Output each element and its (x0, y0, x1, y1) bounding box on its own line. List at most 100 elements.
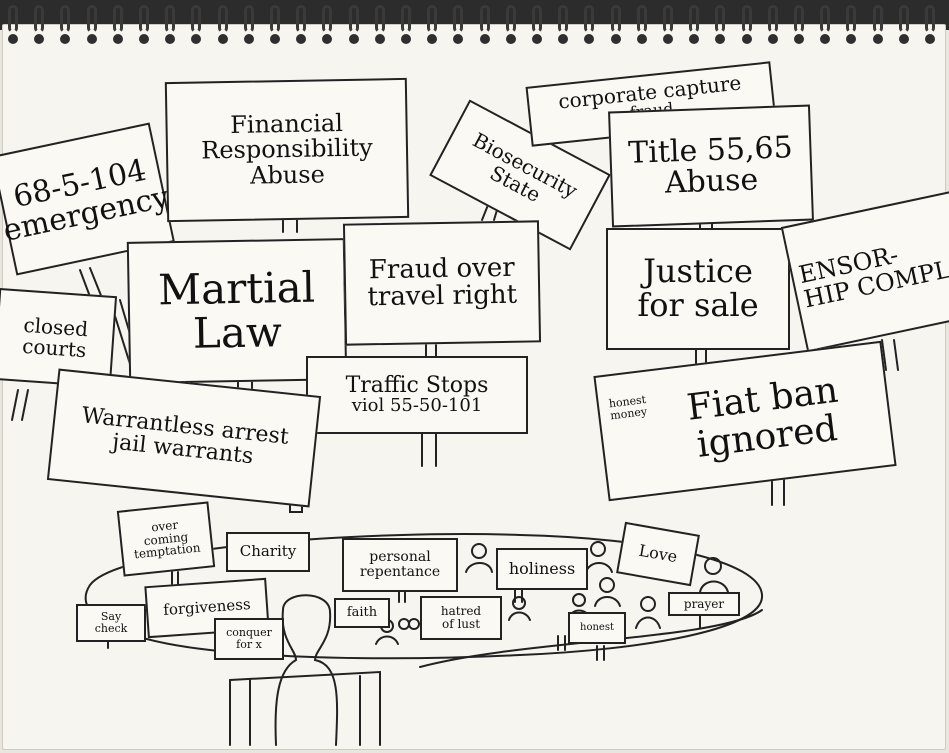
binding-hole (925, 34, 935, 44)
crowd-sign-holiness: holiness (496, 548, 588, 590)
binding-hole (243, 34, 254, 44)
binding-hole (689, 34, 700, 44)
sign-text: Martial (157, 262, 316, 315)
sign-text: Charity (239, 542, 297, 561)
crowd-sign-prayer: prayer (668, 592, 740, 616)
sign-text: Law (192, 307, 283, 358)
binding-hole (872, 34, 883, 44)
sign-text: courts (21, 333, 88, 363)
crowd-sign-faith: faith (334, 598, 390, 628)
binding-hole (741, 34, 752, 44)
sign-text: Abuse (249, 159, 325, 190)
binding-hole (715, 34, 726, 44)
binding-hole (374, 34, 385, 44)
sign-text: faith (346, 605, 378, 621)
binding-ring (401, 5, 411, 33)
binding-hole (558, 34, 569, 44)
binding-ring (112, 5, 123, 33)
binding-hole (34, 34, 45, 44)
binding-ring (925, 5, 935, 33)
podium (229, 670, 381, 746)
sign-text: of lust (441, 617, 481, 631)
sign-text: repentance (359, 564, 441, 580)
binding-ring (741, 5, 752, 33)
binding-hole (794, 34, 804, 44)
binding-hole (60, 34, 71, 44)
sign-text: Justice (643, 252, 753, 291)
sign-text: travel right (367, 279, 518, 313)
sign-text: holiness (508, 558, 576, 578)
sign-text: Love (637, 540, 679, 566)
binding-ring (663, 5, 673, 33)
binding-ring (165, 5, 176, 33)
binding-ring (217, 5, 228, 33)
binding-ring (296, 5, 307, 33)
binding-ring (820, 5, 831, 33)
sign-text: Responsibility (201, 133, 373, 165)
binding-ring (453, 5, 464, 33)
crowd-sign-honest: honest (568, 612, 626, 644)
binding-hole (8, 34, 18, 44)
speaker-figure (282, 594, 339, 746)
binding-ring (505, 5, 516, 33)
binding-ring (584, 5, 595, 33)
binding-hole (610, 34, 621, 44)
binding-ring (34, 5, 45, 33)
sign-text: conquer (226, 626, 272, 640)
crowd-sign-hatred-of-lust: hatred of lust (420, 596, 502, 640)
sign-text: honest (580, 621, 614, 633)
binding-hole (401, 34, 411, 44)
binding-hole (348, 34, 359, 44)
sign-text: Traffic Stops (345, 373, 489, 398)
binding-ring (348, 5, 359, 33)
binding-hole (427, 34, 438, 44)
binding-hole (139, 34, 149, 44)
crowd-sign-overcoming-temptation: over coming temptation (116, 501, 216, 577)
binding-ring (243, 5, 254, 33)
binding-hole (86, 34, 97, 44)
binding-ring (767, 5, 778, 33)
crowd-sign-personal-repentance: personal repentance (342, 538, 458, 592)
binding-hole (767, 34, 778, 44)
binding-ring (898, 5, 909, 33)
binding-hole (479, 34, 490, 44)
sign-text: for x (236, 638, 262, 651)
binding-ring (794, 5, 804, 33)
sign-text: personal (369, 549, 431, 566)
binding-ring (191, 5, 202, 33)
sign-note: honest money (608, 392, 648, 423)
binding-hole (191, 34, 202, 44)
binding-ring (636, 5, 647, 33)
binding-hole (584, 34, 595, 44)
binding-ring (270, 5, 280, 33)
binding-ring (715, 5, 726, 33)
sign-text: for sale (637, 286, 759, 324)
sign-traffic-stops: Traffic Stops viol 55-50-101 (306, 356, 528, 434)
sign-fraud-over-travel-right: Fraud over travel right (342, 220, 542, 346)
binding-ring (374, 5, 385, 33)
sign-justice-for-sale: Justice for sale (606, 228, 790, 350)
binding-hole (322, 34, 333, 44)
binding-hole (453, 34, 464, 44)
sign-title-55-abuse: Title 55,65 Abuse (608, 104, 814, 228)
binding-ring (139, 5, 149, 33)
binding-ring (558, 5, 569, 33)
binding-ring (872, 5, 883, 33)
sign-text: check (94, 622, 128, 635)
binding-hole (532, 34, 542, 44)
binding-hole (898, 34, 909, 44)
sign-text: Abuse (664, 162, 759, 201)
binding-hole (663, 34, 673, 44)
binding-hole (270, 34, 280, 44)
crowd-sign-conquer: conquer for x (214, 618, 284, 660)
sign-text: prayer (683, 596, 725, 611)
crowd-sign-charity: Charity (226, 532, 310, 572)
binding-hole (820, 34, 831, 44)
binding-hole (296, 34, 307, 44)
binding-ring (427, 5, 438, 33)
binding-hole (505, 34, 516, 44)
binding-ring (610, 5, 621, 33)
sign-text: Say (100, 610, 122, 624)
sign-text: hatred (440, 604, 482, 619)
binding-hole (112, 34, 123, 44)
